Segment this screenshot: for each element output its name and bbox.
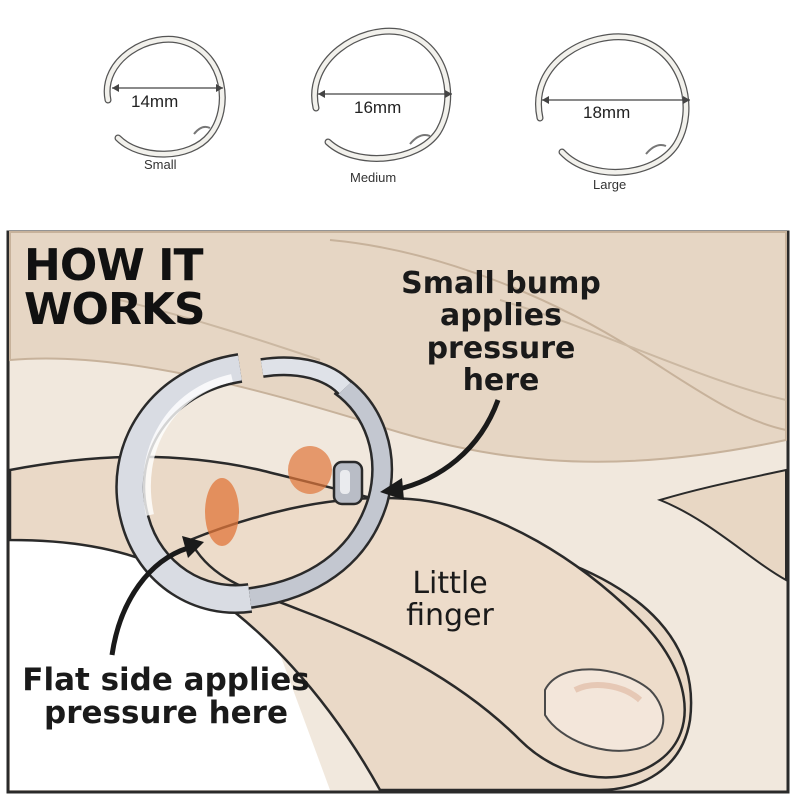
size-medium-diameter: 16mm [354,98,402,117]
size-small-name: Small [144,157,177,172]
size-medium-name: Medium [350,170,397,185]
finger-label: Little finger [390,566,510,634]
panel-title-line2: WORKS [24,284,206,335]
panel-title-line1: HOW IT [24,240,203,291]
ring-small [103,35,226,158]
finger-label-line2: finger [406,598,494,634]
finger-label-line1: Little [412,566,488,601]
ring-sizes-illustration [103,27,690,176]
flat-arrow [109,545,189,656]
size-large-diameter: 18mm [583,103,631,122]
bump-arrow [394,399,501,493]
flat-callout: Flat side applies pressure here [18,662,314,732]
bump-callout-line2: applies [440,298,562,334]
panel-title: HOW IT WORKS [24,240,206,335]
pressure-spot-bump [288,446,332,494]
flat-callout-line2: pressure here [44,695,288,732]
size-small-diameter: 14mm [131,92,179,111]
ring-illustration [115,353,394,614]
bump-callout-line3: pressure here [426,330,576,399]
flat-callout-line1: Flat side applies [22,662,310,698]
pressure-spot-flat [205,478,239,546]
bump-callout-line1: Small bump [401,266,601,301]
ring-medium [311,27,452,162]
ring-large [535,33,690,176]
how-it-works-illustration [6,230,790,794]
bump-callout: Small bump applies pressure here [386,266,616,399]
size-large-name: Large [593,177,627,192]
